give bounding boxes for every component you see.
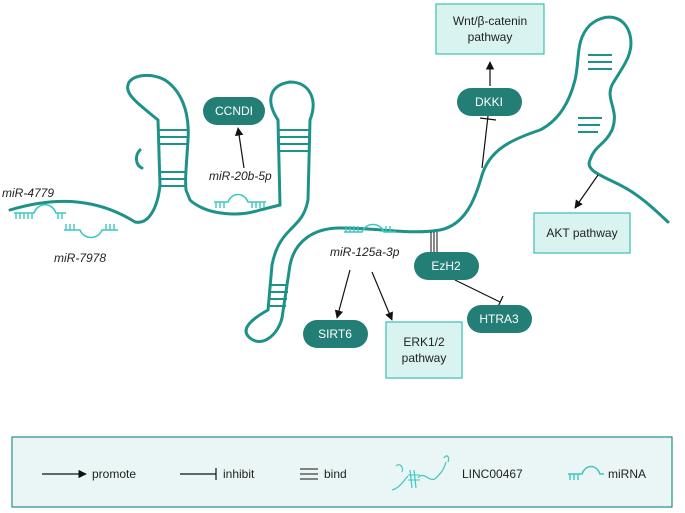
dkki-label: DKKI xyxy=(475,95,503,109)
mirna-20b-label: miR-20b-5p xyxy=(209,169,272,183)
sirt6-label: SIRT6 xyxy=(318,327,352,341)
legend-promote-label: promote xyxy=(92,467,136,481)
legend-linc00467-label: LINC00467 xyxy=(462,467,523,481)
ccndi-label: CCNDI xyxy=(215,104,253,118)
legend-mirna-label: miRNA xyxy=(608,467,646,481)
arrow-to-erk xyxy=(371,271,393,321)
legend-linc00467-icon xyxy=(391,455,450,491)
ezh2-label: EzH2 xyxy=(431,259,461,273)
mirna-7978-label: miR-7978 xyxy=(54,251,106,265)
legend-mirna-icon xyxy=(568,465,604,480)
legend-bind-label: bind xyxy=(324,467,347,481)
arrow-to-akt xyxy=(574,174,599,209)
inhibit-line-to-htra3 xyxy=(454,279,501,303)
mirna-125a-glyph xyxy=(344,223,396,233)
mirna-4779-glyph xyxy=(14,203,66,219)
linc00467-strand xyxy=(8,15,670,343)
ccndi-node: CCNDI xyxy=(203,97,265,125)
htra3-node: HTRA3 xyxy=(467,305,532,333)
bind-mark-ezh2 xyxy=(430,232,438,254)
arrow-to-sirt6 xyxy=(334,269,351,319)
legend: promote inhibit bind LINC00467 miRNA xyxy=(11,436,673,508)
wnt-label-line2: pathway xyxy=(468,30,513,44)
arrow-mir20b-to-ccndi xyxy=(234,127,245,169)
erk-label-line2: pathway xyxy=(402,351,447,365)
dkki-node: DKKI xyxy=(457,88,522,116)
wnt-pathway-box: Wnt/β-catenin pathway xyxy=(435,3,545,55)
erk-label-line1: ERK1/2 xyxy=(403,335,445,349)
ezh2-node: EzH2 xyxy=(414,252,479,280)
akt-pathway-box: AKT pathway xyxy=(533,212,631,254)
mirna-20b-glyph xyxy=(214,193,266,208)
inhibit-bar-dkki xyxy=(479,117,497,121)
mirna-125a-label: miR-125a-3p xyxy=(330,245,400,259)
mirna-4779-label: miR-4779 xyxy=(2,186,54,200)
erk-pathway-box: ERK1/2 pathway xyxy=(385,321,463,379)
mirna-7978-glyph xyxy=(64,224,118,239)
htra3-label: HTRA3 xyxy=(479,312,519,326)
legend-inhibit-label: inhibit xyxy=(223,467,255,481)
wnt-label-line1: Wnt/β-catenin xyxy=(453,14,527,28)
sirt6-node: SIRT6 xyxy=(303,320,368,348)
inhibit-line-to-dkki xyxy=(481,115,489,169)
legend-bind-mark xyxy=(300,468,318,480)
akt-label: AKT pathway xyxy=(546,226,617,240)
